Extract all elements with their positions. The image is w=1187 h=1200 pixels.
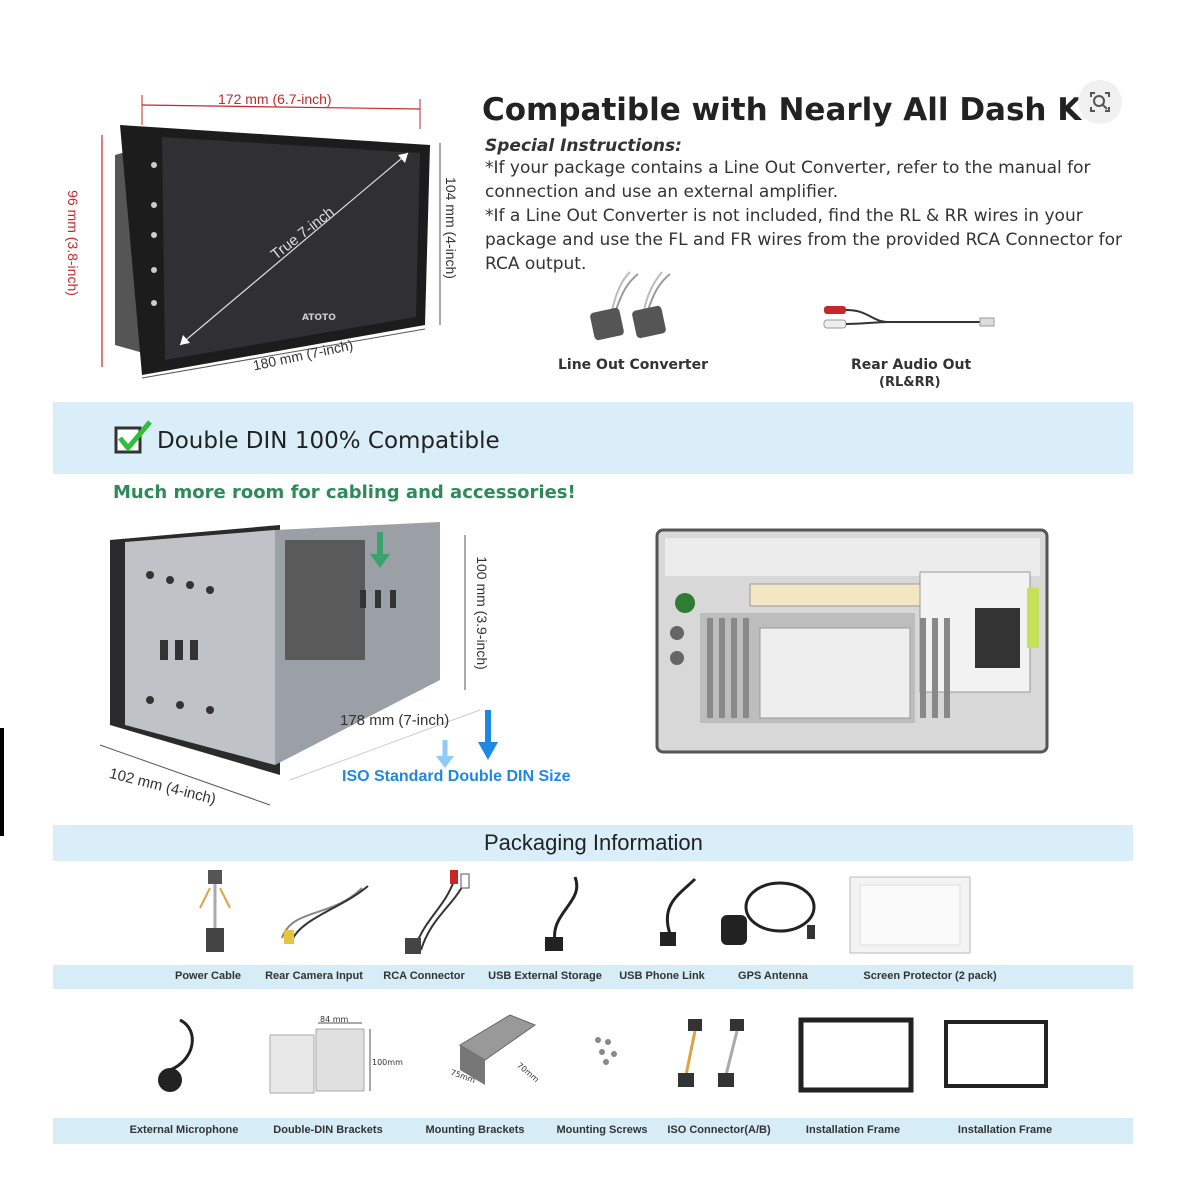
rear-camera-cable-icon: [272, 878, 372, 952]
pkg-label-power-cable: Power Cable: [174, 970, 242, 982]
packaging-band: [53, 825, 1133, 861]
checkbox-checked-icon: [112, 418, 154, 462]
pkg-label-mounting-screws: Mounting Screws: [556, 1124, 648, 1136]
bracket-height-dim: 100mm: [372, 1058, 403, 1067]
mounting-brackets-icon: [440, 1005, 540, 1099]
pkg-label-screen-protector: Screen Protector (2 pack): [863, 970, 997, 982]
right-height-label: 104 mm (4-inch): [442, 177, 459, 279]
iso-connector-icon: [668, 1015, 758, 1099]
pkg-label-gps-antenna: GPS Antenna: [738, 970, 808, 982]
packaging-row2-label-strip: [53, 1118, 1133, 1144]
pkg-label-installation-frame-1: Installation Frame: [805, 1124, 901, 1136]
cabling-subtitle: Much more room for cabling and accessori…: [113, 482, 576, 503]
power-cable-icon: [180, 868, 250, 962]
pkg-label-rca-connector: RCA Connector: [383, 970, 465, 982]
pkg-label-usb-external-storage: USB External Storage: [488, 970, 602, 982]
brand-logo: ATOTO: [302, 313, 336, 323]
special-instructions: Special Instructions: *If your package c…: [485, 136, 1125, 276]
head-unit-front-illustration: [101, 95, 441, 379]
instructions-title: Special Instructions:: [485, 136, 682, 156]
usb-phone-link-icon: [640, 874, 710, 963]
rear-audio-out-label: Rear Audio Out: [851, 357, 972, 373]
screen-protector-icon: [848, 875, 973, 959]
double-din-brackets-icon: [266, 1015, 376, 1104]
pkg-label-external-microphone: External Microphone: [129, 1124, 239, 1136]
usb-storage-cable-icon: [530, 872, 600, 961]
pkg-label-mounting-brackets: Mounting Brackets: [425, 1124, 525, 1136]
installation-frame-icon-2: [940, 1012, 1055, 1096]
display-dimension-diagram: 172 mm (6.7-inch) 96 mm (3.8-inch) 104 m…: [65, 85, 480, 385]
instruction-1: *If your package contains a Line Out Con…: [485, 158, 1091, 202]
pkg-label-usb-phone-link: USB Phone Link: [619, 970, 705, 982]
line-out-converter-label: Line Out Converter: [558, 357, 708, 373]
left-edge-marker: [0, 728, 4, 836]
packaging-title: Packaging Information: [484, 830, 703, 855]
pkg-label-iso-connector: ISO Connector(A/B): [667, 1124, 771, 1136]
packaging-row1-label-strip: [53, 965, 1133, 989]
top-width-label: 172 mm (6.7-inch): [218, 91, 332, 107]
pkg-label-rear-camera-input: Rear Camera Input: [265, 970, 363, 982]
din-rear-view-illustration: [655, 528, 1050, 760]
page-title: Compatible with Nearly All Dash K: [482, 92, 1082, 128]
installation-frame-icon-1: [795, 1010, 920, 1099]
lens-search-icon[interactable]: [1078, 80, 1122, 124]
pkg-label-double-din-brackets: Double-DIN Brackets: [273, 1124, 383, 1136]
instruction-2: *If a Line Out Converter is not included…: [485, 206, 1122, 274]
din-chassis-illustration: [80, 520, 520, 824]
din-height-label: 100 mm (3.9-inch): [473, 556, 490, 670]
din-width-label: 178 mm (7-inch): [340, 712, 450, 729]
rear-audio-out-image: [820, 300, 1000, 344]
external-microphone-icon: [140, 1010, 220, 1104]
pkg-label-installation-frame-2: Installation Frame: [957, 1124, 1053, 1136]
rear-audio-out-sublabel: (RL&RR): [879, 375, 941, 390]
mounting-screws-icon: [588, 1030, 628, 1074]
iso-standard-label: ISO Standard Double DIN Size: [342, 768, 571, 785]
double-din-band: [53, 402, 1133, 474]
left-height-label: 96 mm (3.8-inch): [64, 190, 81, 296]
line-out-converter-image: [582, 270, 682, 354]
rca-connector-icon: [395, 868, 475, 962]
bracket-width-dim: 84 mm: [320, 1015, 349, 1024]
double-din-title: Double DIN 100% Compatible: [157, 428, 500, 454]
gps-antenna-icon: [715, 875, 825, 964]
